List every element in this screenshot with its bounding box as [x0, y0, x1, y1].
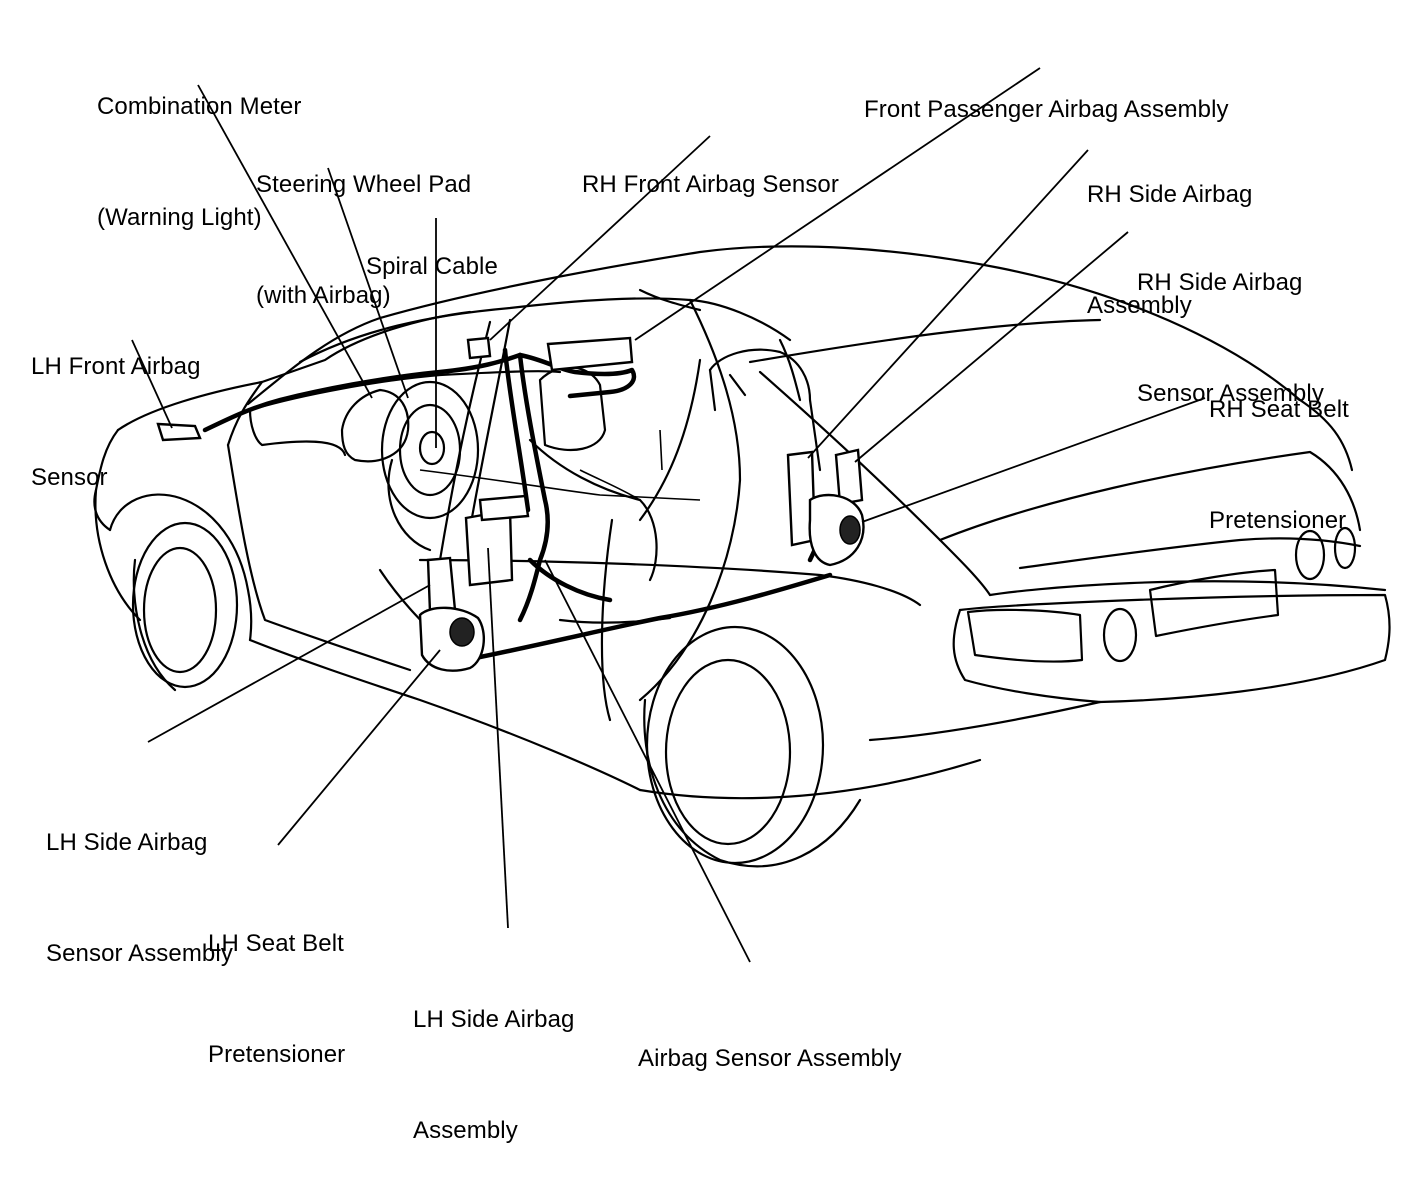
leader-lh-side-airbag-assembly: [487, 547, 509, 929]
leader-airbag-sensor-assembly: [544, 559, 751, 963]
leader-steering-wheel-pad: [327, 167, 409, 399]
wiring-harness: [202, 347, 833, 668]
label-rh-seat-belt-pretensioner: RH Seat Belt Pretensioner: [1209, 396, 1349, 534]
leader-combination-meter: [197, 84, 373, 399]
lh-front-airbag-sensor-part: [156, 422, 202, 442]
rh-seat-belt-pretensioner-part: [808, 493, 865, 567]
label-lh-side-airbag-assembly: LH Side Airbag Assembly: [413, 1006, 575, 1144]
front-passenger-airbag-part: [546, 336, 634, 372]
leader-front-passenger-airbag: [634, 67, 1041, 341]
lh-side-airbag-sensor-part: [426, 556, 457, 614]
label-front-passenger-airbag-assembly: Front Passenger Airbag Assembly: [864, 96, 1229, 123]
label-steering-wheel-pad: Steering Wheel Pad (with Airbag): [256, 171, 472, 309]
leader-lines: [131, 67, 1206, 963]
label-airbag-sensor-assembly: Airbag Sensor Assembly: [638, 1045, 902, 1072]
label-rh-side-airbag-assembly: RH Side Airbag Assembly: [1087, 181, 1253, 319]
rh-side-airbag-sensor-part: [834, 448, 864, 506]
car-illustration: [93, 67, 1391, 963]
label-rh-front-airbag-sensor: RH Front Airbag Sensor: [582, 171, 839, 198]
label-combination-meter: Combination Meter (Warning Light): [97, 93, 302, 231]
leader-rh-seat-belt-pretensioner: [861, 397, 1206, 523]
label-spiral-cable: Spiral Cable: [366, 253, 498, 280]
leader-lh-front-airbag-sensor: [131, 339, 173, 429]
airbag-system-diagram: [93, 67, 1391, 963]
label-lh-front-airbag-sensor: LH Front Airbag Sensor: [31, 353, 201, 491]
leader-lh-seat-belt-pretensioner: [277, 649, 441, 846]
leader-rh-side-airbag-sensor: [854, 231, 1129, 463]
label-lh-side-airbag-sensor-assembly: LH Side Airbag Sensor Assembly: [46, 829, 233, 967]
leader-rh-side-airbag-assembly: [807, 149, 1089, 459]
components: [156, 336, 865, 672]
label-rh-side-airbag-sensor-assembly: RH Side Airbag Sensor Assembly: [1137, 269, 1324, 407]
car-body: [93, 245, 1391, 868]
label-lh-seat-belt-pretensioner: LH Seat Belt Pretensioner: [208, 930, 346, 1068]
leader-lh-side-airbag-sensor: [147, 584, 431, 743]
leader-rh-front-airbag-sensor: [489, 135, 711, 341]
